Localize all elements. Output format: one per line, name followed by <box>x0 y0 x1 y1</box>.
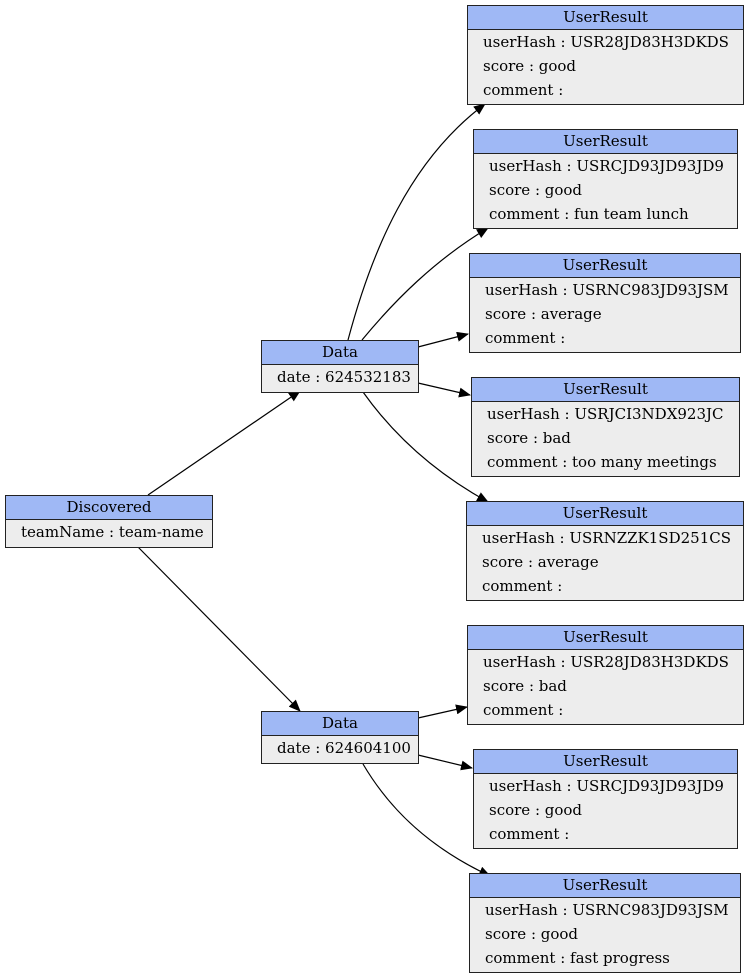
data-node-2: Data date : 624604100 <box>261 711 419 764</box>
user-result-node: UserResult userHash : USRCJD93JD93JD9 sc… <box>473 749 738 849</box>
node-field-userhash: userHash : USRNZZK1SD251CS <box>482 529 731 547</box>
edge-discovered-to-data-2 <box>137 546 301 712</box>
edge-data-2-to-result-1 <box>417 704 468 719</box>
user-result-node: UserResult userHash : USRNZZK1SD251CS sc… <box>466 501 744 601</box>
edge-discovered-to-data-1 <box>147 390 301 496</box>
node-field-userhash: userHash : USRJCI3NDX923JC <box>487 405 724 423</box>
node-field-userhash: userHash : USRCJD93JD93JD9 <box>489 157 724 175</box>
node-title: UserResult <box>468 6 743 30</box>
node-field-score: score : good <box>485 925 579 943</box>
user-result-node: UserResult userHash : USRCJD93JD93JD9 sc… <box>473 129 738 229</box>
node-title: UserResult <box>472 378 739 402</box>
node-field-comment: comment : <box>482 577 563 595</box>
node-field-userhash: userHash : USR28JD83H3DKDS <box>483 653 729 671</box>
node-field-comment: comment : fun team lunch <box>489 205 689 223</box>
node-field-comment: comment : <box>489 825 570 843</box>
node-title: Discovered <box>6 496 212 520</box>
user-result-node: UserResult userHash : USR28JD83H3DKDS sc… <box>467 5 744 105</box>
edge-data-2-to-result-2 <box>417 754 473 771</box>
data-node-1: Data date : 624532183 <box>261 340 419 393</box>
user-result-node: UserResult userHash : USRJCI3NDX923JC sc… <box>471 377 740 477</box>
node-field-score: score : average <box>485 305 602 323</box>
node-field-userhash: userHash : USRNC983JD93JSM <box>485 901 729 919</box>
node-field-comment: comment : <box>485 329 566 347</box>
node-field-score: score : good <box>483 57 577 75</box>
user-result-node: UserResult userHash : USRNC983JD93JSM sc… <box>469 253 741 353</box>
node-field-userhash: userHash : USRCJD93JD93JD9 <box>489 777 724 795</box>
node-field-date: date : 624532183 <box>277 368 411 386</box>
user-result-node: UserResult userHash : USR28JD83H3DKDS sc… <box>467 625 744 725</box>
node-field-comment: comment : fast progress <box>485 949 670 967</box>
user-result-node: UserResult userHash : USRNC983JD93JSM sc… <box>469 873 741 973</box>
node-title: UserResult <box>470 874 740 898</box>
edge-data-1-to-result-5 <box>362 391 489 503</box>
edge-data-1-to-result-2 <box>361 227 489 341</box>
node-field-comment: comment : <box>483 81 564 99</box>
node-title: UserResult <box>474 130 737 154</box>
node-field-userhash: userHash : USR28JD83H3DKDS <box>483 33 729 51</box>
node-title: UserResult <box>470 254 740 278</box>
node-field-date: date : 624604100 <box>277 739 411 757</box>
node-title: Data <box>262 341 418 365</box>
node-field-score: score : good <box>489 181 583 199</box>
node-field-score: score : bad <box>487 429 571 447</box>
edge-data-1-to-result-1 <box>347 103 486 341</box>
edge-data-2-to-result-3 <box>362 763 491 877</box>
node-title: UserResult <box>467 502 743 526</box>
node-title: Data <box>262 712 418 736</box>
node-field-comment: comment : too many meetings <box>487 453 717 471</box>
node-field-score: score : bad <box>483 677 567 695</box>
node-title: UserResult <box>468 626 743 650</box>
node-title: UserResult <box>474 750 737 774</box>
discovered-node: Discovered teamName : team-name <box>5 495 213 548</box>
edge-data-1-to-result-3 <box>417 331 469 348</box>
node-field-teamname: teamName : team-name <box>21 523 204 541</box>
node-field-score: score : average <box>482 553 599 571</box>
edge-data-1-to-result-4 <box>417 382 471 398</box>
node-field-comment: comment : <box>483 701 564 719</box>
node-field-score: score : good <box>489 801 583 819</box>
node-field-userhash: userHash : USRNC983JD93JSM <box>485 281 729 299</box>
